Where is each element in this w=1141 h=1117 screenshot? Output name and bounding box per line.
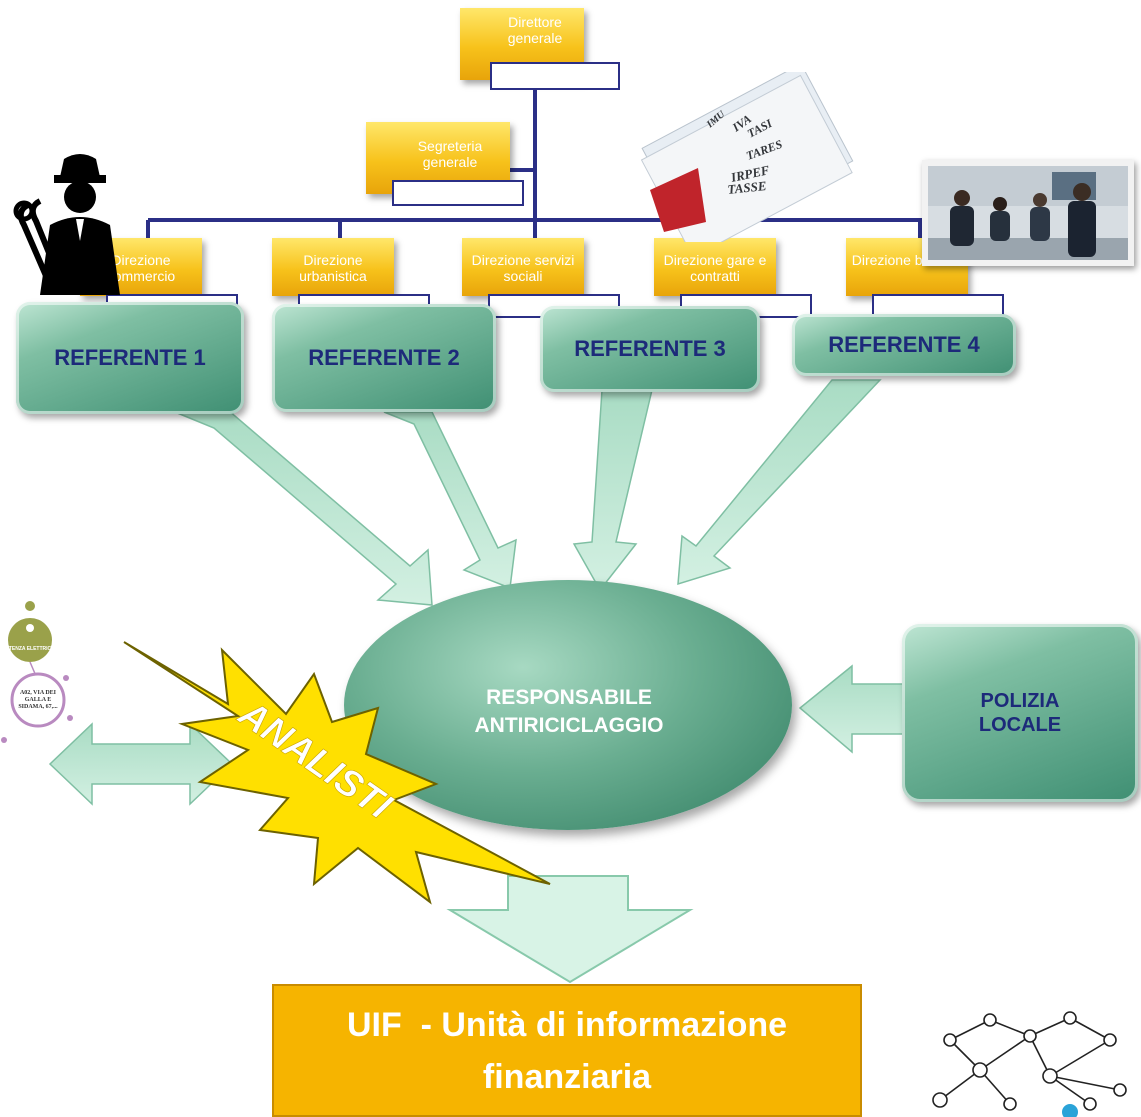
direction-box-urbanistica: Direzione urbanistica xyxy=(272,238,394,296)
analisti-burst: ANALISTI xyxy=(123,641,551,905)
tax-tab-tasse: TASSE xyxy=(727,178,768,197)
referente-1-box: REFERENTE 1 xyxy=(16,302,244,414)
uif-line-1: UIF - Unità di informazione xyxy=(346,1005,788,1044)
arrow-referente-1 xyxy=(169,409,433,606)
uif-box: UIF - Unità di informazione finanziaria xyxy=(272,984,862,1117)
direction-label-gare-contratti: Direzione gare e contratti xyxy=(663,252,767,284)
direction-label-servizi-sociali: Direzione servizi sociali xyxy=(471,252,575,284)
arrow-referente-4 xyxy=(677,379,882,586)
uif-line-2: finanziaria xyxy=(482,1057,652,1096)
director-label: Direttore generale xyxy=(507,14,563,46)
director-name-field xyxy=(490,62,620,90)
responsabile-line-1: RESPONSABILE xyxy=(486,686,652,709)
tax-folder-image: IMU IVA TASI TARES IRPEF TASSE xyxy=(640,72,854,242)
direction-label-commercio: Direzione commercio xyxy=(106,252,176,284)
responsabile-label: RESPONSABILE ANTIRICICLAGGIO xyxy=(404,684,734,740)
network-icon xyxy=(932,1011,1127,1117)
mindmap-graphic: UTENZA ELETTRICA A02, VIA DEI GALLA E SI… xyxy=(1,601,73,743)
referente-4-box: REFERENTE 4 xyxy=(792,314,1016,376)
polizia-line-1: POLIZIA xyxy=(980,690,1060,712)
direction-label-urbanistica: Direzione urbanistica xyxy=(299,252,367,284)
polizia-locale-box: POLIZIA LOCALE xyxy=(902,624,1138,802)
direction-box-gare-contratti: Direzione gare e contratti xyxy=(654,238,776,296)
responsabile-line-2: ANTIRICICLAGGIO xyxy=(474,714,664,737)
polizia-line-2: LOCALE xyxy=(978,714,1062,736)
worker-icon xyxy=(13,154,120,295)
direction-box-servizi-sociali: Direzione servizi sociali xyxy=(462,238,584,296)
mindmap-node-1-label: UTENZA ELETTRICA xyxy=(5,646,55,652)
arrow-polizia xyxy=(798,664,907,754)
arrow-down-uif xyxy=(446,875,694,984)
secretariat-label: Segreteria generale xyxy=(417,138,483,170)
referente-3-box: REFERENTE 3 xyxy=(540,306,760,392)
secretariat-name-field xyxy=(392,180,524,206)
mindmap-node-2-line-3: SIDAMA, 67,... xyxy=(18,704,58,710)
arrow-referente-3 xyxy=(572,389,653,592)
mindmap-node-2-line-1: A02, VIA DEI xyxy=(20,690,57,696)
mindmap-node-2-line-2: GALLA E xyxy=(25,697,52,703)
meeting-photo xyxy=(922,160,1134,266)
referente-2-box: REFERENTE 2 xyxy=(272,304,496,412)
